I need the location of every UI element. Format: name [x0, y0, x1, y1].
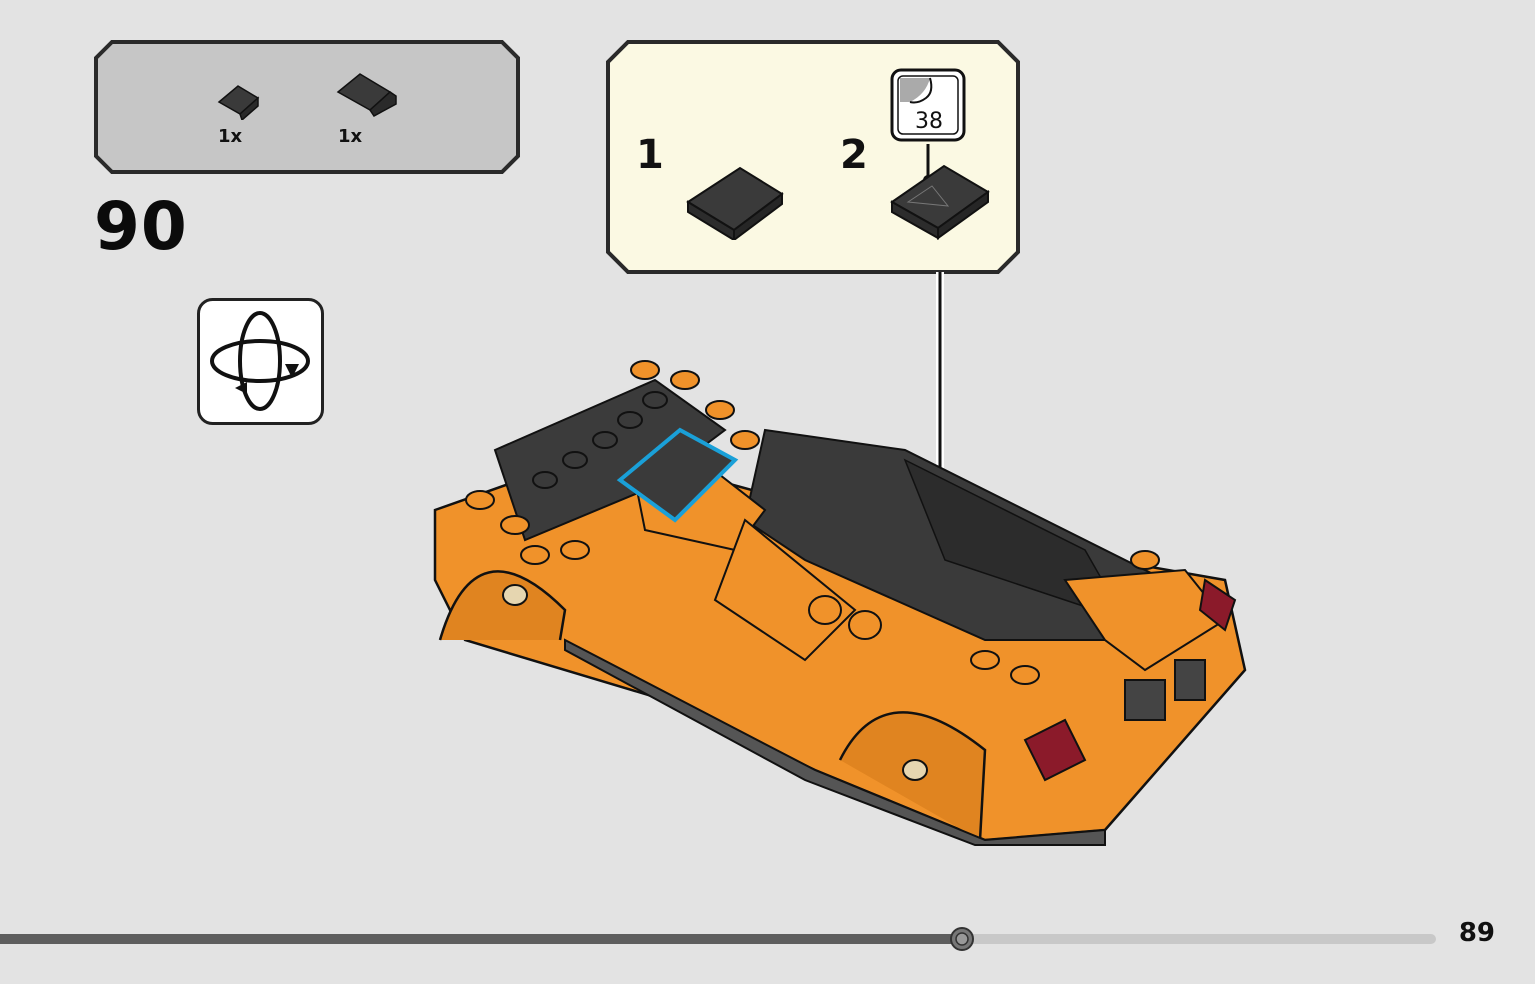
- rotate-model-icon: [197, 298, 324, 425]
- progress-bar: [0, 927, 1440, 951]
- substep-callout-box: 1 2 38: [606, 40, 1020, 274]
- rotate-model-indicator: [197, 298, 324, 425]
- sticker-badge: [890, 68, 966, 142]
- part-quantity: 1x: [338, 126, 363, 147]
- substep-number: 1: [636, 132, 664, 178]
- step-number: 90: [94, 188, 188, 265]
- progress-fill: [0, 934, 962, 944]
- dark-slope-tile-large-icon: [336, 73, 397, 117]
- parts-list-box: 1x 1x: [94, 40, 520, 174]
- sticker-number: 38: [915, 109, 943, 134]
- substep-number: 2: [840, 132, 868, 178]
- page-number: 89: [1458, 918, 1495, 948]
- orange-supercar-model-icon: [433, 360, 1247, 846]
- dark-slope-brick-icon: [686, 166, 784, 240]
- part-quantity: 1x: [218, 126, 243, 147]
- dark-slope-tile-small-icon: [217, 85, 260, 120]
- slope-brick-with-sticker-icon: [890, 144, 990, 240]
